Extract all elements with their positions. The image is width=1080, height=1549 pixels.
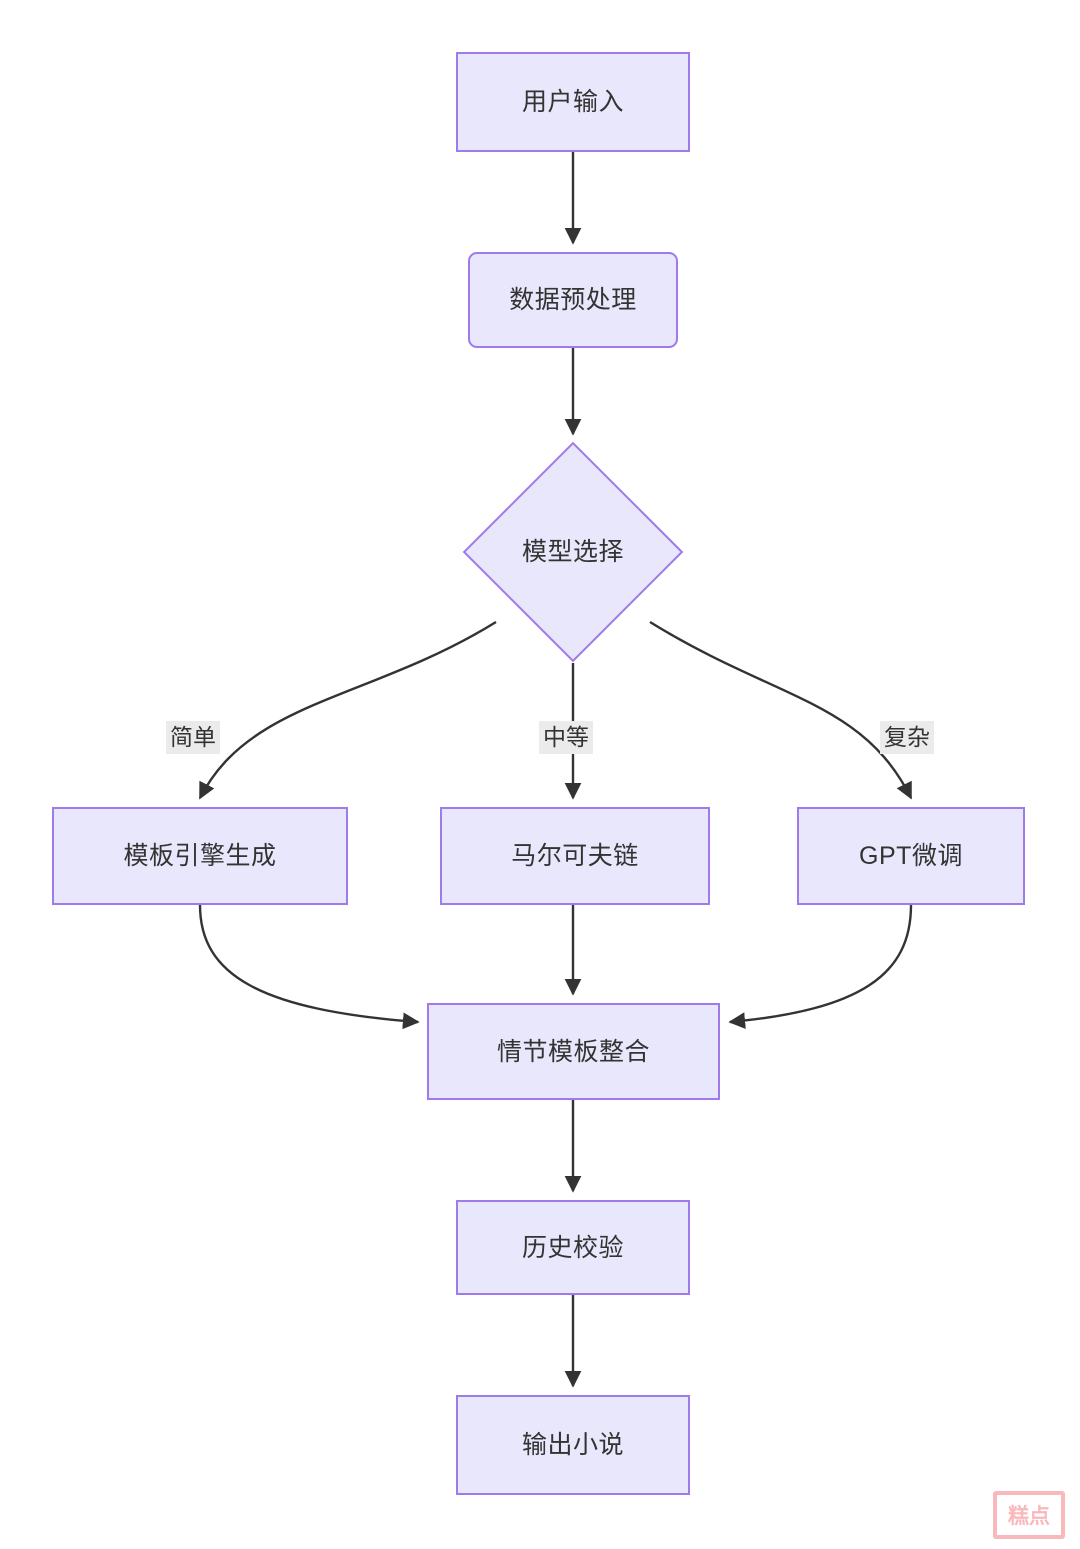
edge-label-simple: 简单 xyxy=(166,721,220,754)
edge-template-engine-to-plot-integration xyxy=(198,904,420,1030)
edge-model-select-to-template-engine xyxy=(198,620,497,800)
node-gpt-finetune-label: GPT微调 xyxy=(859,842,963,870)
watermark-stamp: 糕点 xyxy=(993,1491,1065,1539)
node-history-check-label: 历史校验 xyxy=(521,1233,624,1262)
node-preprocess-label: 数据预处理 xyxy=(509,286,637,314)
node-plot-integration-label: 情节模板整合 xyxy=(496,1037,650,1066)
edge-model-select-to-gpt-finetune xyxy=(649,620,913,800)
node-markov-chain-label: 马尔可夫链 xyxy=(511,842,639,870)
node-gpt-finetune[interactable]: GPT微调 xyxy=(797,807,1025,905)
node-markov-chain[interactable]: 马尔可夫链 xyxy=(440,807,710,905)
node-output-novel[interactable]: 输出小说 xyxy=(456,1395,690,1495)
node-user-input[interactable]: 用户输入 xyxy=(456,52,690,152)
node-plot-integration[interactable]: 情节模板整合 xyxy=(427,1003,720,1100)
node-model-select[interactable]: 模型选择 xyxy=(462,441,684,663)
node-preprocess[interactable]: 数据预处理 xyxy=(468,252,678,348)
node-template-engine[interactable]: 模板引擎生成 xyxy=(52,807,348,905)
node-template-engine-label: 模板引擎生成 xyxy=(123,842,277,870)
node-history-check[interactable]: 历史校验 xyxy=(456,1200,690,1295)
node-output-novel-label: 输出小说 xyxy=(521,1431,624,1459)
node-model-select-label: 模型选择 xyxy=(521,538,624,566)
edge-gpt-finetune-to-plot-integration xyxy=(728,904,913,1029)
edge-label-complex: 复杂 xyxy=(880,721,934,754)
edge-label-medium: 中等 xyxy=(539,721,593,754)
node-user-input-label: 用户输入 xyxy=(521,88,624,116)
